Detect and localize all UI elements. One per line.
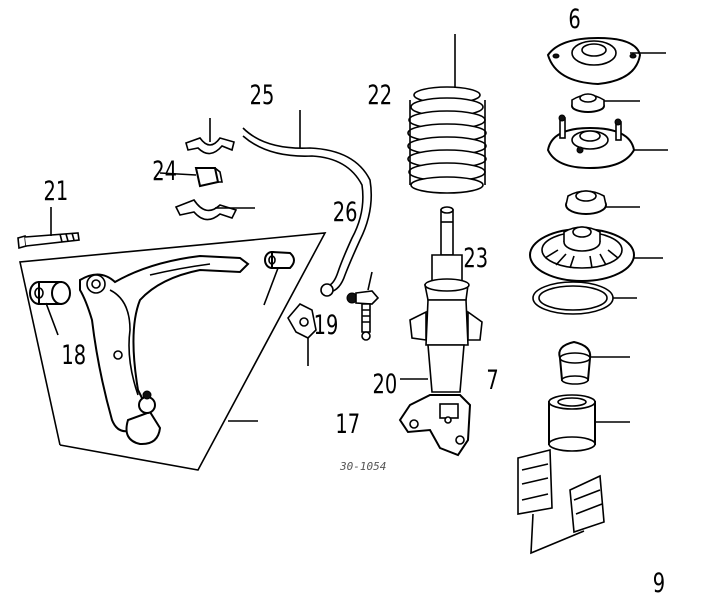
coil-spring [407,86,487,194]
reference-code: 30-1054 [339,460,386,473]
callout-26: 26 [333,196,358,228]
stabilizer-link [346,290,380,341]
spring-seat [546,114,636,170]
callout-25: 25 [250,79,275,111]
stabilizer-bushing [194,167,223,188]
callout-18: 18 [61,339,86,371]
callout-24: 24 [152,155,177,187]
lower-control-arm [79,254,250,446]
dust-boot [548,394,596,452]
callout-7: 7 [486,364,498,396]
mount-nut [571,93,605,113]
bushing-bracket-lower [174,199,238,221]
callout-6: 6 [568,3,580,35]
bushing-bracket-upper [185,137,235,155]
control-arm-group-outline [19,232,327,471]
callout-23: 23 [463,242,488,274]
lower-spring-seat [529,226,635,282]
mounting-bolt [17,232,80,250]
bump-stop [558,340,592,385]
callout-21: 21 [44,175,69,207]
strut-cartridge-halves [517,448,605,534]
callout-20: 20 [372,368,397,400]
strut-mount [546,36,642,86]
callout-19: 19 [314,309,339,341]
stabilizer-bar [242,127,373,297]
control-arm-bushing [29,281,71,305]
bar-clamp [287,303,317,339]
callout-22: 22 [367,79,392,111]
callout-9: 9 [653,567,665,599]
callout-17: 17 [335,408,360,440]
leader-lines [45,34,668,555]
spring-insulator [532,281,614,315]
strut-assembly [398,206,483,457]
callout-labels: 6 16 15 14 13 11 12 10 8 9 7 25 22 24 26… [44,3,666,599]
bearing-insulator [565,190,607,215]
bar-bushing [264,250,295,269]
